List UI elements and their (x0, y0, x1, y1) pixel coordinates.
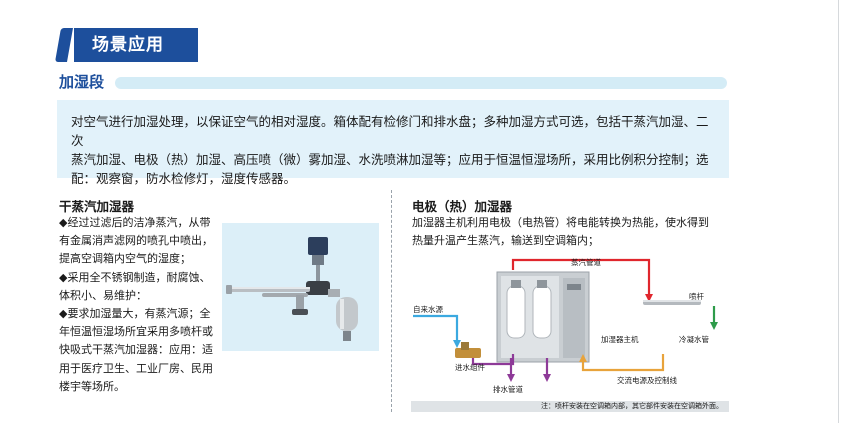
text-line: 年恒温恒湿场所宜采用多喷杆或 (59, 325, 213, 339)
text-line: 有金属消声滤网的喷孔中喷出， (59, 234, 213, 248)
steam-arrow (645, 294, 653, 302)
host-label: 加湿器主机 (601, 335, 639, 344)
tap-water-label: 自来水源 (413, 305, 443, 314)
text-line: 提高空调箱内空气的湿度； (59, 252, 191, 266)
condensate-arrow (710, 322, 718, 330)
subsection-header: 加湿段 (57, 70, 729, 96)
description-line: 配：观察窗，防水检修灯，湿度传感器。 (71, 171, 297, 186)
inlet-valve-label: 进水组件 (455, 363, 485, 372)
text-line: ◆经过过滤后的洁净蒸汽，从带 (59, 216, 211, 229)
electrode-title: 电极（热）加湿器 (412, 199, 513, 214)
description-box: 对空气进行加湿处理，以保证空气的相对湿度。箱体配有检修门和排水盘；多种加湿方式可… (57, 100, 729, 186)
condensate-label: 冷凝水管 (679, 335, 709, 344)
text-line: 快吸式干蒸汽加湿器：应用：适 (59, 343, 213, 357)
section-tab-accent (55, 28, 73, 62)
text-line: 用于医疗卫生、工业厂房、民用 (59, 361, 213, 375)
description-line: 蒸汽加湿、电极（热）加湿、高压喷（微）雾加湿、水洗喷淋加湿等；应用于恒温恒湿场所… (71, 152, 709, 167)
steam-pipe-label: 蒸汽管道 (571, 258, 601, 267)
water-line (413, 314, 459, 342)
text-line: ◆要求加湿量大，有蒸汽源；全 (59, 307, 211, 321)
diagram-drawing (413, 258, 718, 382)
text-line: 楼宇等场所。 (59, 379, 125, 393)
electrode-text: 加湿器主机利用电极（电热管）将电能转换为热能，使水得到 热量升温产生蒸汽，输送到… (412, 214, 730, 250)
power-control-label: 交流电源及控制线 (617, 376, 677, 385)
power-line (581, 354, 665, 372)
column-divider (391, 190, 392, 412)
water-arrow (453, 340, 461, 348)
dry-steam-text: ◆经过过滤后的洁净蒸汽，从带 有金属消声滤网的喷孔中喷出， 提高空调箱内空气的湿… (59, 214, 219, 396)
nozzle-label: 喷杆 (689, 292, 704, 301)
text-line: 热量升温产生蒸汽，输送到空调箱内； (412, 234, 599, 248)
text-line: ◆采用全不锈钢制造，耐腐蚀、 (59, 270, 211, 284)
section-tab: 场景应用 (55, 28, 198, 62)
description-line: 对空气进行加湿处理，以保证空气的相对湿度。箱体配有检修门和排水盘；多种加湿方式可… (71, 114, 709, 148)
inlet-valve (455, 348, 481, 358)
text-line: 加湿器主机利用电极（电热管）将电能转换为热能，使水得到 (412, 216, 709, 229)
drain-line (471, 354, 515, 366)
text-line: 体积小、易维护： (59, 288, 147, 302)
dry-steam-title: 干蒸汽加湿器 (59, 199, 135, 214)
page-edge (838, 0, 839, 423)
subsection-rule (115, 77, 727, 89)
section-title: 场景应用 (74, 28, 198, 62)
dry-steam-humidifier-image (222, 223, 379, 351)
diagram-note: 注：喷杆安装在空调箱内部，其它部件安装在空调箱外面。 (411, 401, 729, 412)
electrode-humidifier-diagram: 蒸汽管道 喷杆 自来水源 加湿器主机 冷凝水管 进水组件 排水管道 交流电源及控… (411, 258, 729, 414)
steam-pipe-line (511, 258, 651, 298)
subsection-title: 加湿段 (59, 73, 105, 91)
humidifier-illustration (226, 237, 358, 341)
drain-pipe-label: 排水管道 (493, 385, 523, 394)
